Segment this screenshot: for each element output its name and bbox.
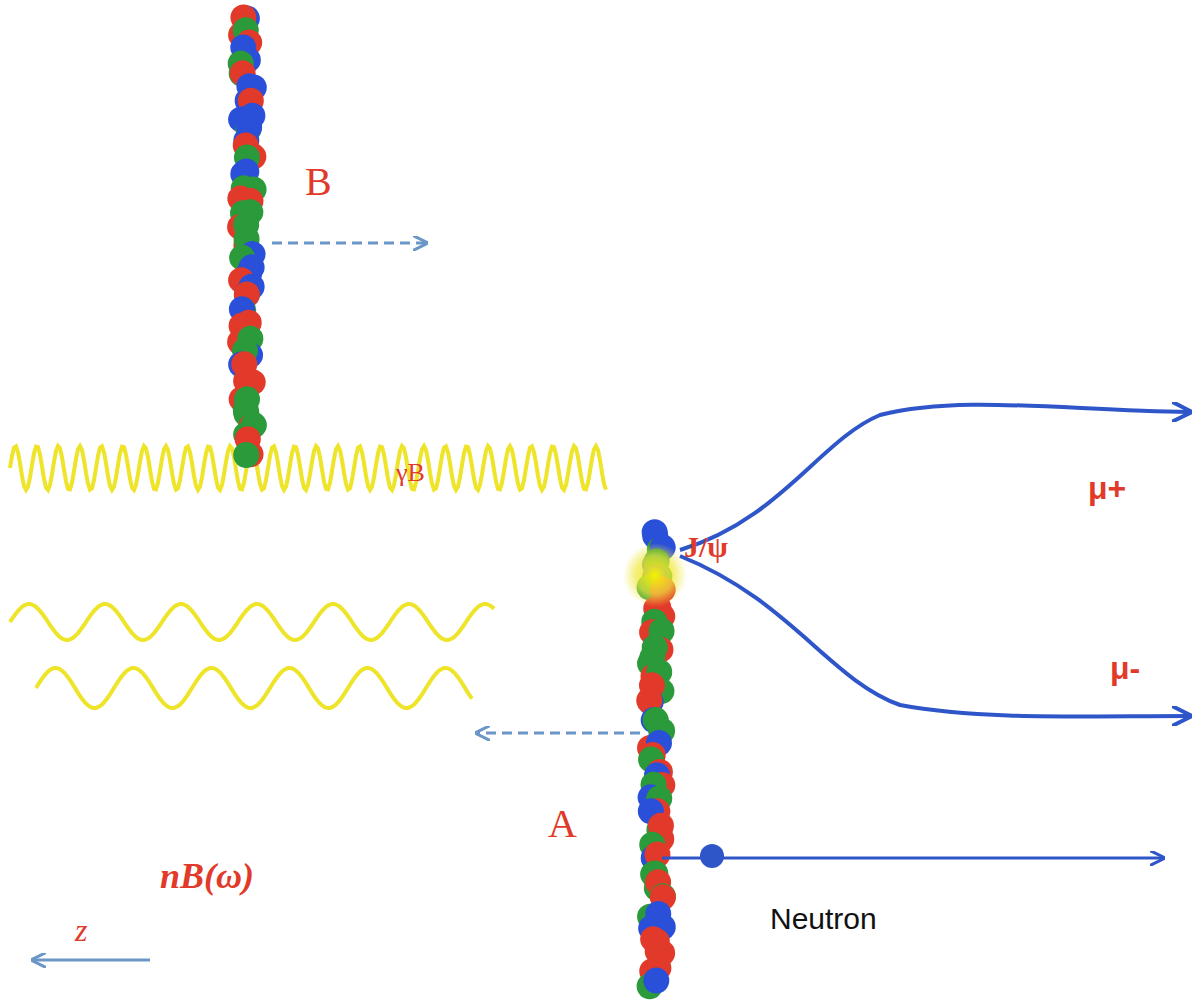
photon-wave [10,604,494,640]
nucleus-label: A [548,800,577,847]
muon-track [680,556,1188,716]
photon-waves [10,446,606,708]
nucleus-label: B [305,158,332,205]
particle-label: J/ψ [684,530,728,564]
particle-label: Neutron [770,902,877,936]
particle-label: μ- [1110,650,1140,687]
photon-wave [10,446,606,490]
photon-label: γB [396,458,425,488]
velocity-arrow [478,732,640,735]
neutron-dot [700,844,724,868]
axis-arrow [34,959,150,962]
nucleus-b [227,5,267,469]
velocity-arrow [272,242,425,245]
particle-label: μ+ [1088,470,1126,507]
axis-label: z [75,912,87,949]
photon-wave [36,668,472,708]
nucleon [233,442,259,468]
flux-label: nB(ω) [160,855,254,897]
neutron-track [662,857,1162,860]
nucleon [643,967,669,993]
muon-track [680,405,1188,550]
collision-glow [623,543,687,607]
